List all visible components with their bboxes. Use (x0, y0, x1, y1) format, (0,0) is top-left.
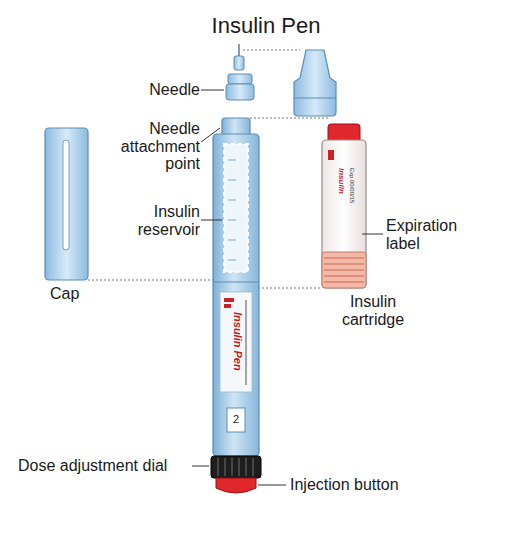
part-label: Dose adjustment dial (18, 457, 167, 475)
part-label: Expiration label (386, 217, 482, 252)
part-label: Insulin reservoir (110, 203, 200, 238)
part-label: Needle (120, 81, 200, 99)
part-label: Injection button (290, 476, 399, 494)
part-label: Needle attachment point (100, 120, 200, 173)
part-label: Cap (50, 285, 79, 303)
dose-number: 2 (227, 413, 245, 425)
part-label: Insulin cartridge (322, 293, 424, 328)
cartridge-print: Exp 00/00/15 (348, 168, 355, 203)
diagram-title: Insulin Pen (0, 14, 532, 38)
pen-print: Insulin Pen (232, 312, 244, 371)
cartridge-print: Insulin (336, 168, 345, 194)
